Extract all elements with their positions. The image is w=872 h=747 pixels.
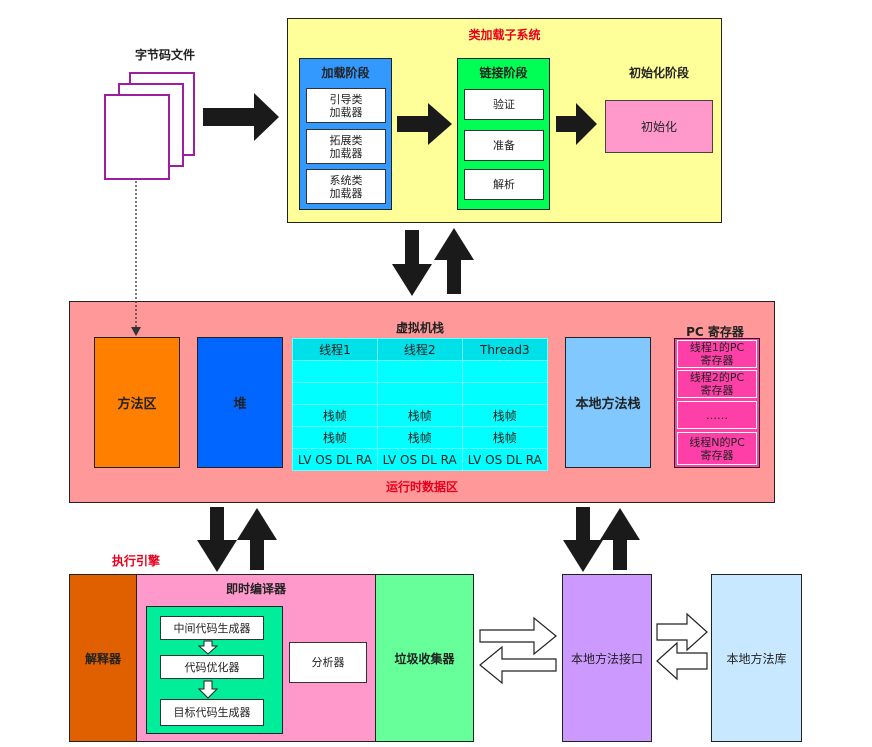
small-arrow-down-icon <box>197 680 219 699</box>
stack-frame-cell: 栈帧 <box>292 404 378 427</box>
bytecode-files-label: 字节码文件 <box>134 48 195 62</box>
arrow-down-icon <box>392 230 432 296</box>
pc-register-item: 线程1的PC 寄存器 <box>677 340 757 368</box>
arrow-right-icon <box>397 103 452 145</box>
arrow-right-icon <box>556 103 597 145</box>
link-resolve: 解析 <box>464 169 544 200</box>
code-optimizer: 代码优化器 <box>160 655 264 679</box>
vm-stack-table: 线程1 线程2 Thread3 栈帧 栈帧 栈帧 栈帧 栈帧 栈帧 LV OS … <box>292 338 549 471</box>
small-arrow-down-icon <box>197 640 219 655</box>
loading-stage-title: 加载阶段 <box>321 66 370 80</box>
hollow-arrow-right-icon <box>479 616 557 656</box>
analyzer: 分析器 <box>289 642 367 683</box>
intermediate-code-generator: 中间代码生成器 <box>160 616 264 640</box>
bootstrap-classloader: 引导类 加载器 <box>306 88 386 123</box>
hollow-arrow-left-icon <box>479 645 557 685</box>
linking-stage-title: 链接阶段 <box>479 66 528 80</box>
system-classloader: 系统类 加载器 <box>306 169 386 204</box>
jit-compiler-title: 即时编译器 <box>225 582 286 596</box>
target-code-generator: 目标代码生成器 <box>160 699 264 726</box>
vm-stack-title: 虚拟机栈 <box>395 321 444 335</box>
arrow-up-icon <box>600 508 640 570</box>
native-method-interface: 本地方法接口 <box>562 574 652 742</box>
stack-cell <box>292 382 378 405</box>
frame-contents-cell: LV OS DL RA <box>376 448 463 471</box>
thread-header: 线程2 <box>376 338 463 361</box>
pc-register <box>674 338 760 468</box>
arrow-up-icon <box>434 228 474 294</box>
pc-register-item: 线程2的PC 寄存器 <box>677 370 757 398</box>
initialization-box: 初始化 <box>605 100 713 153</box>
native-method-library: 本地方法库 <box>711 574 802 742</box>
execution-engine-title: 执行引擎 <box>112 554 161 568</box>
frame-contents-cell: LV OS DL RA <box>292 448 378 471</box>
native-method-stack: 本地方法栈 <box>565 337 651 468</box>
bytecode-file-page-1 <box>104 94 170 180</box>
stack-cell <box>376 360 463 383</box>
arrow-down-icon <box>563 507 603 572</box>
arrow-up-icon <box>237 508 277 570</box>
arrow-down-icon <box>131 327 141 336</box>
arrow-down-icon <box>197 507 237 572</box>
initialization-stage-title: 初始化阶段 <box>628 66 689 80</box>
thread-header: Thread3 <box>461 338 549 361</box>
link-prepare: 准备 <box>464 130 544 161</box>
class-loader-subsystem-title: 类加载子系统 <box>468 28 541 42</box>
frame-contents-cell: LV OS DL RA <box>461 448 549 471</box>
hollow-arrow-right-icon <box>656 612 708 652</box>
stack-frame-cell: 栈帧 <box>376 404 463 427</box>
pc-register-item: …… <box>677 401 757 429</box>
arrow-right-icon <box>203 93 279 141</box>
hollow-arrow-left-icon <box>656 641 708 681</box>
runtime-data-area-title: 运行时数据区 <box>385 480 458 494</box>
method-area: 方法区 <box>94 337 180 468</box>
extension-classloader: 拓展类 加载器 <box>306 129 386 164</box>
link-verify: 验证 <box>464 89 544 120</box>
garbage-collector: 垃圾收集器 <box>375 574 474 742</box>
pc-register-item: 线程N的PC 寄存器 <box>677 432 757 465</box>
interpreter: 解释器 <box>69 574 137 742</box>
heap: 堆 <box>197 337 283 468</box>
pc-register-title: PC 寄存器 <box>686 325 744 339</box>
stack-cell <box>461 360 549 383</box>
